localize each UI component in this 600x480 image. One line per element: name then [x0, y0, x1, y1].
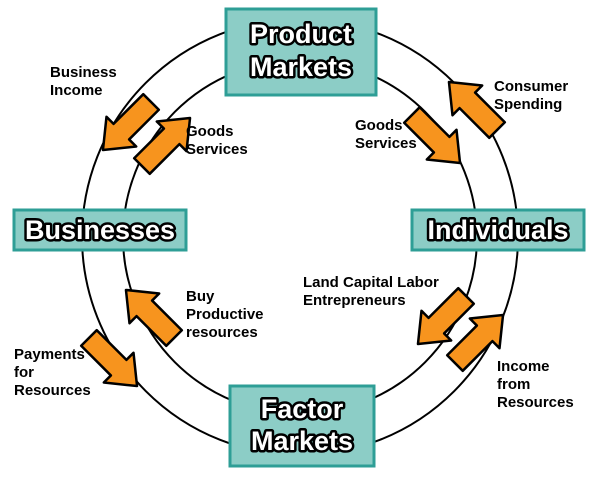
product-markets-label-line2: Markets: [250, 52, 352, 82]
payments-for-resources-label: Payments for Resources: [14, 346, 91, 399]
consumer-spending-line1: Consumer: [494, 78, 568, 95]
income-line3: Resources: [497, 394, 574, 411]
payments-line3: Resources: [14, 382, 91, 399]
goods-services-ur-line2: Services: [355, 135, 417, 152]
buy-productive-line2: Productive: [186, 306, 264, 323]
land-capital-labor-label: Land Capital Labor Entrepreneurs: [303, 274, 439, 309]
buy-productive-line1: Buy: [186, 288, 215, 305]
goods-services-upper-right-label: Goods Services: [355, 117, 417, 152]
business-income-line1: Business: [50, 64, 117, 81]
income-line1: Income: [497, 358, 550, 375]
buy-productive-resources-label: Buy Productive resources: [186, 288, 264, 341]
consumer-spending-line2: Spending: [494, 96, 562, 113]
product-markets-label-line1: Product: [250, 19, 352, 49]
goods-services-ul-line2: Services: [186, 141, 248, 158]
payments-line2: for: [14, 364, 34, 381]
business-income-label: Business Income: [50, 64, 117, 99]
buy-productive-resources-arrow: [109, 273, 191, 355]
land-capital-labor-line1: Land Capital Labor: [303, 274, 439, 291]
payments-line1: Payments: [14, 346, 85, 363]
product-markets-box: [224, 7, 378, 97]
income-line2: from: [497, 376, 530, 393]
factor-markets-box: [228, 384, 376, 468]
factor-markets-label-line1: Factor: [261, 394, 344, 424]
income-from-resources-label: Income from Resources: [497, 358, 574, 411]
businesses-box: [12, 208, 188, 252]
individuals-label: Individuals: [427, 215, 568, 245]
buy-productive-line3: resources: [186, 324, 258, 341]
goods-services-ul-line1: Goods: [186, 123, 234, 140]
goods-services-ur-line1: Goods: [355, 117, 403, 134]
individuals-box: [410, 208, 586, 252]
goods-services-upper-left-label: Goods Services: [186, 123, 248, 158]
node-businesses: Businesses: [12, 208, 188, 252]
land-capital-labor-line2: Entrepreneurs: [303, 292, 406, 309]
consumer-spending-label: Consumer Spending: [494, 78, 568, 113]
node-factor-markets: Factor Markets: [228, 384, 376, 468]
node-product-markets: Product Markets: [224, 7, 378, 97]
factor-markets-label-line2: Markets: [251, 426, 353, 456]
business-income-line2: Income: [50, 82, 103, 99]
node-individuals: Individuals: [410, 208, 586, 252]
businesses-label: Businesses: [25, 215, 175, 245]
